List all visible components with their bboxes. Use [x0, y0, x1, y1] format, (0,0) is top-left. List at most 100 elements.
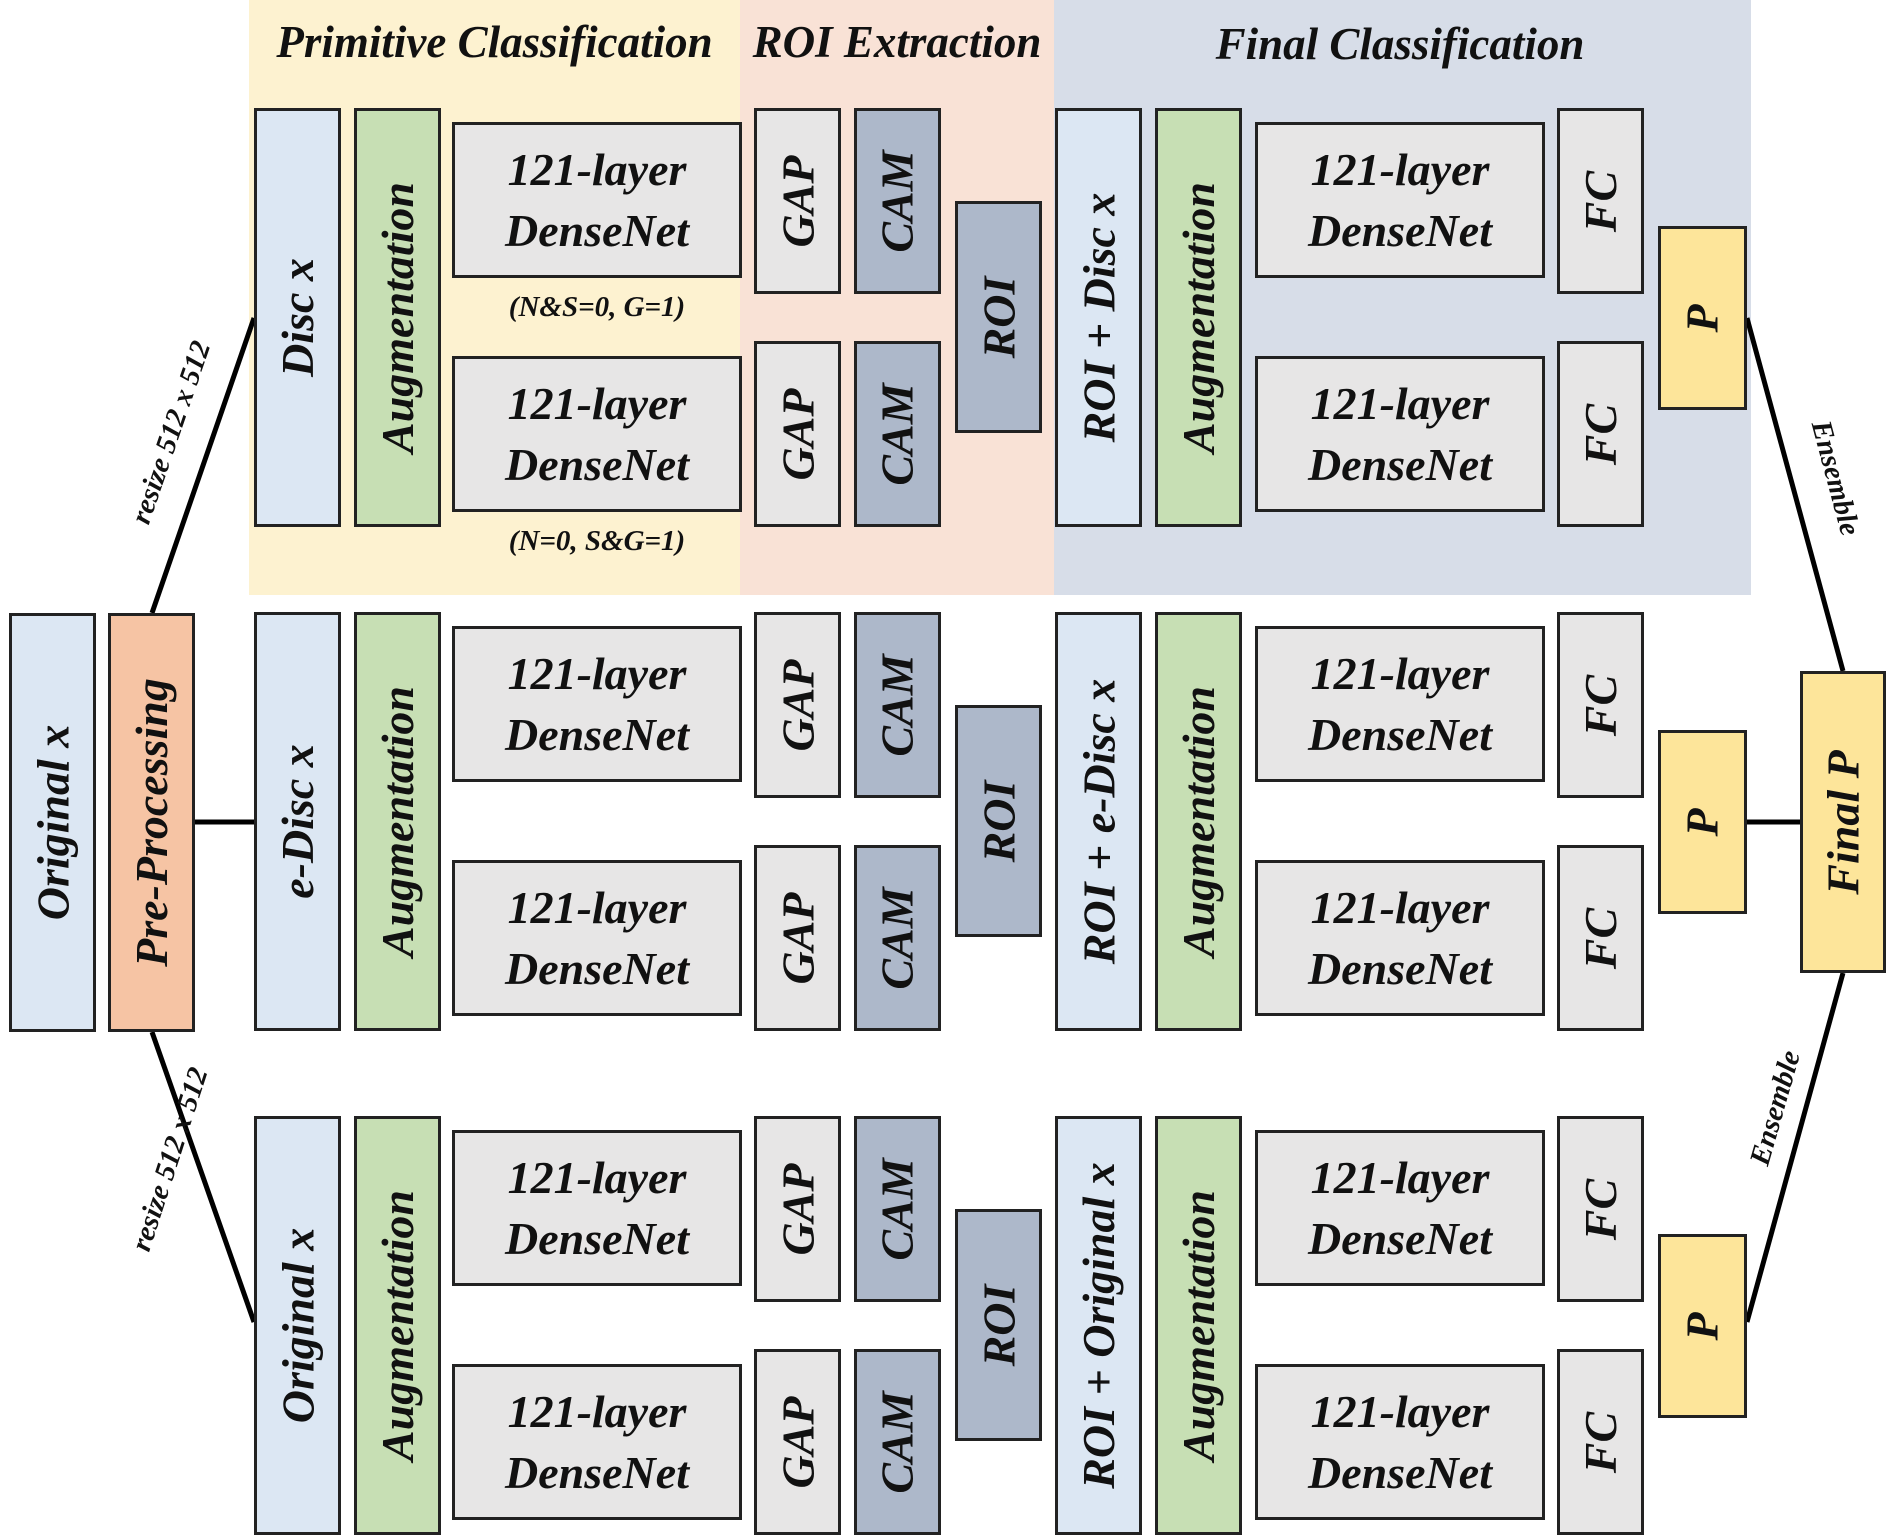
- row3-cam-box-1: CAM: [854, 1116, 941, 1302]
- row1-densenet-box-2-line1: 121-layer: [507, 378, 687, 429]
- row3-augmentation-box: Augmentation: [354, 1116, 441, 1535]
- row2-fc-box-2: FC: [1557, 845, 1644, 1031]
- row3-densenet-box-2-line2: DenseNet: [505, 1447, 689, 1498]
- row2-densenet-box-2-line1: 121-layer: [507, 882, 687, 933]
- row1-augmentation-box-2: Augmentation: [1155, 108, 1242, 527]
- row2-roi-box: ROI: [955, 705, 1042, 937]
- row3-cam-box-2-label: CAM: [872, 1390, 924, 1494]
- row2-cam-box-2-label: CAM: [872, 886, 924, 990]
- row1-augmentation-box-2-label: Augmentation: [1173, 182, 1224, 453]
- row3-augmentation-box-2: Augmentation: [1155, 1116, 1242, 1535]
- row3-input-box-label: Original x: [272, 1227, 324, 1424]
- row3-input-box: Original x: [254, 1116, 341, 1535]
- row1-cam-box-2-label: CAM: [872, 382, 924, 486]
- row2-p-box-label: P: [1676, 807, 1728, 837]
- row2-fc-box-2-label: FC: [1575, 907, 1626, 969]
- original-input-label: Original x: [27, 724, 79, 921]
- row1-gap-box-2-label: GAP: [772, 388, 823, 480]
- row2-roi-input-box: ROI + e-Disc x: [1055, 612, 1142, 1031]
- row2-augmentation-box-label: Augmentation: [372, 686, 423, 957]
- primitive-classification-header: Primitive Classification: [276, 17, 713, 67]
- row2-gap-box-2: GAP: [754, 845, 841, 1031]
- row3-augmentation-box-label: Augmentation: [372, 1190, 423, 1461]
- row1-augmentation-box: Augmentation: [354, 108, 441, 527]
- row2-roi-input-box-label: ROI + e-Disc x: [1073, 678, 1125, 965]
- row3-augmentation-box-2-label: Augmentation: [1173, 1190, 1224, 1461]
- row1-roi-input-box-label: ROI + Disc x: [1073, 192, 1124, 443]
- row2-augmentation-box-2-label: Augmentation: [1173, 686, 1224, 957]
- row2-cam-box-1: CAM: [854, 612, 941, 798]
- row2-cam-box-1-label: CAM: [872, 653, 924, 757]
- row1-cam-box-2: CAM: [854, 341, 941, 527]
- row3-fc-box-1: FC: [1557, 1116, 1644, 1302]
- row2-gap-box-1-label: GAP: [772, 659, 823, 751]
- row1-densenet-box-4-line2: DenseNet: [1308, 439, 1492, 490]
- row3-densenet-box-4-line2: DenseNet: [1308, 1447, 1492, 1498]
- row3-p-box-label: P: [1676, 1311, 1728, 1341]
- row3-densenet-box-4-line1: 121-layer: [1310, 1386, 1490, 1437]
- row2-gap-box-2-label: GAP: [772, 892, 823, 984]
- row2-densenet-box-3-line1: 121-layer: [1310, 648, 1490, 699]
- roi-extraction-header: ROI Extraction: [752, 17, 1042, 67]
- row2-p-box: P: [1658, 730, 1747, 914]
- row3-densenet-box-3-line2: DenseNet: [1308, 1213, 1492, 1264]
- row3-gap-box-2-label: GAP: [772, 1396, 823, 1488]
- row2-input-box-label: e-Disc x: [272, 744, 323, 899]
- row3-densenet-box-3-line1: 121-layer: [1310, 1152, 1490, 1203]
- row1-fc-box-1-label: FC: [1575, 170, 1626, 232]
- final-classification-header: Final Classification: [1215, 19, 1585, 69]
- row3-p-box: P: [1658, 1234, 1747, 1418]
- row1-gap-box-1-label: GAP: [772, 155, 823, 247]
- row1-p-box-label: P: [1676, 303, 1728, 333]
- row1-densenet-box-3-line2: DenseNet: [1308, 205, 1492, 256]
- note-top-second: (N=0, S&G=1): [508, 525, 686, 557]
- row1-roi-box-label: ROI: [973, 276, 1024, 358]
- row3-gap-box-1-label: GAP: [772, 1163, 823, 1255]
- row1-densenet-box-1-line2: DenseNet: [505, 205, 689, 256]
- original-input-box: Original x: [9, 613, 96, 1032]
- row1-roi-box: ROI: [955, 201, 1042, 433]
- preprocessing-label: Pre-Processing: [126, 678, 177, 967]
- note-top-first: (N&S=0, G=1): [508, 291, 686, 323]
- row2-augmentation-box: Augmentation: [354, 612, 441, 1031]
- final-p-label: Final P: [1817, 749, 1869, 895]
- row1-p-box: P: [1658, 226, 1747, 410]
- row2-fc-box-1-label: FC: [1575, 674, 1626, 736]
- row1-augmentation-box-label: Augmentation: [372, 182, 423, 453]
- row2-roi-box-label: ROI: [973, 780, 1024, 862]
- row3-roi-box-label: ROI: [973, 1284, 1024, 1366]
- row1-roi-input-box: ROI + Disc x: [1055, 108, 1142, 527]
- row2-densenet-box-1-line2: DenseNet: [505, 709, 689, 760]
- row1-input-box: Disc x: [254, 108, 341, 527]
- row2-densenet-box-3-line2: DenseNet: [1308, 709, 1492, 760]
- row3-gap-box-2: GAP: [754, 1349, 841, 1535]
- row1-fc-box-2-label: FC: [1575, 403, 1626, 465]
- row2-cam-box-2: CAM: [854, 845, 941, 1031]
- row2-augmentation-box-2: Augmentation: [1155, 612, 1242, 1031]
- final-p-box: Final P: [1800, 671, 1886, 973]
- row3-fc-box-2-label: FC: [1575, 1411, 1626, 1473]
- row3-roi-input-box-label: ROI + Original x: [1073, 1162, 1124, 1489]
- row1-input-box-label: Disc x: [272, 258, 324, 377]
- row1-densenet-box-4-line1: 121-layer: [1310, 378, 1490, 429]
- row1-fc-box-1: FC: [1557, 108, 1644, 294]
- row2-gap-box-1: GAP: [754, 612, 841, 798]
- row2-fc-box-1: FC: [1557, 612, 1644, 798]
- preprocessing-box: Pre-Processing: [108, 613, 195, 1032]
- row3-cam-box-1-label: CAM: [872, 1157, 924, 1261]
- row3-roi-input-box: ROI + Original x: [1055, 1116, 1142, 1535]
- row3-densenet-box-2-line1: 121-layer: [507, 1386, 687, 1437]
- row3-gap-box-1: GAP: [754, 1116, 841, 1302]
